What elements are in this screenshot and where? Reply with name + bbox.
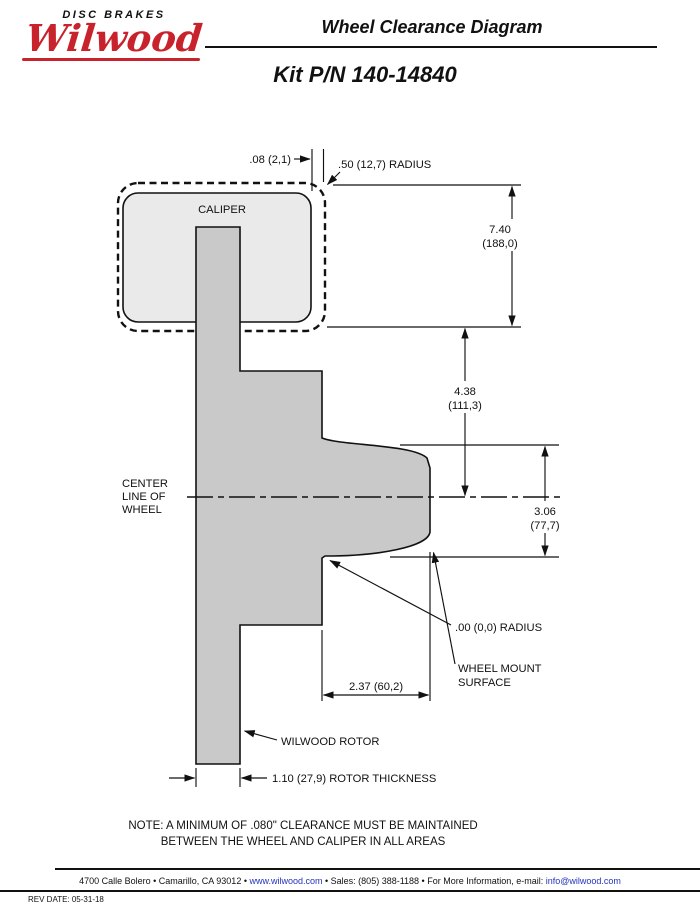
dimension-label-backgrounds (438, 219, 571, 533)
mount-radius-label: .00 (0,0) RADIUS (455, 622, 542, 634)
dim-740-in: 7.40 (489, 224, 511, 236)
page-title: Wheel Clearance Diagram (321, 17, 543, 37)
wilwood-logo: DISC BRAKES Wilwood (18, 9, 210, 62)
corner-radius-label: .50 (12,7) RADIUS (338, 159, 431, 171)
footer-text-2: • Sales: (805) 388-1188 • For More Infor… (322, 876, 546, 886)
footer-divider-bottom (0, 890, 700, 892)
footer-link-email[interactable]: info@wilwood.com (545, 876, 621, 886)
footer-text-1: 4700 Calle Bolero • Camarillo, CA 93012 … (79, 876, 250, 886)
note-line-2: BETWEEN THE WHEEL AND CALIPER IN ALL ARE… (161, 836, 446, 848)
dim-237-label: 2.37 (60,2) (349, 681, 403, 693)
dim-740-mm: (188,0) (482, 238, 518, 250)
footer-divider-top (55, 868, 700, 870)
note-line-1: NOTE: A MINIMUM OF .080" CLEARANCE MUST … (128, 820, 477, 832)
centerline-label-1: CENTER (122, 478, 168, 490)
rotor-hat-silhouette (195, 226, 431, 765)
rev-date: REV DATE: 05-31-18 (28, 895, 104, 904)
clearance-dim-label: .08 (2,1) (249, 154, 291, 166)
wheel-mount-label-1: WHEEL MOUNT (458, 663, 542, 675)
wheel-mount-label-2: SURFACE (458, 677, 511, 689)
dim-438-in: 4.38 (454, 386, 476, 398)
caliper-label: CALIPER (198, 204, 246, 216)
dimension-lines (169, 149, 559, 787)
logo-underline-swoosh (22, 58, 200, 62)
centerline-label-2: LINE OF (122, 491, 166, 503)
rotor-label: WILWOOD ROTOR (281, 736, 379, 748)
logo-tagline: DISC BRAKES (62, 9, 166, 21)
footer-address: 4700 Calle Bolero • Camarillo, CA 93012 … (0, 876, 700, 886)
dim-306-in: 3.06 (534, 506, 556, 518)
rotor-thickness-label: 1.10 (27,9) ROTOR THICKNESS (272, 773, 436, 785)
kit-part-number: Kit P/N 140-14840 (273, 62, 457, 87)
header-divider (205, 46, 657, 48)
dim-306-mm: (77,7) (530, 520, 559, 532)
dim-438-mm: (111,3) (448, 400, 482, 412)
centerline-label-3: WHEEL (122, 504, 162, 516)
footer-link-website[interactable]: www.wilwood.com (249, 876, 323, 886)
